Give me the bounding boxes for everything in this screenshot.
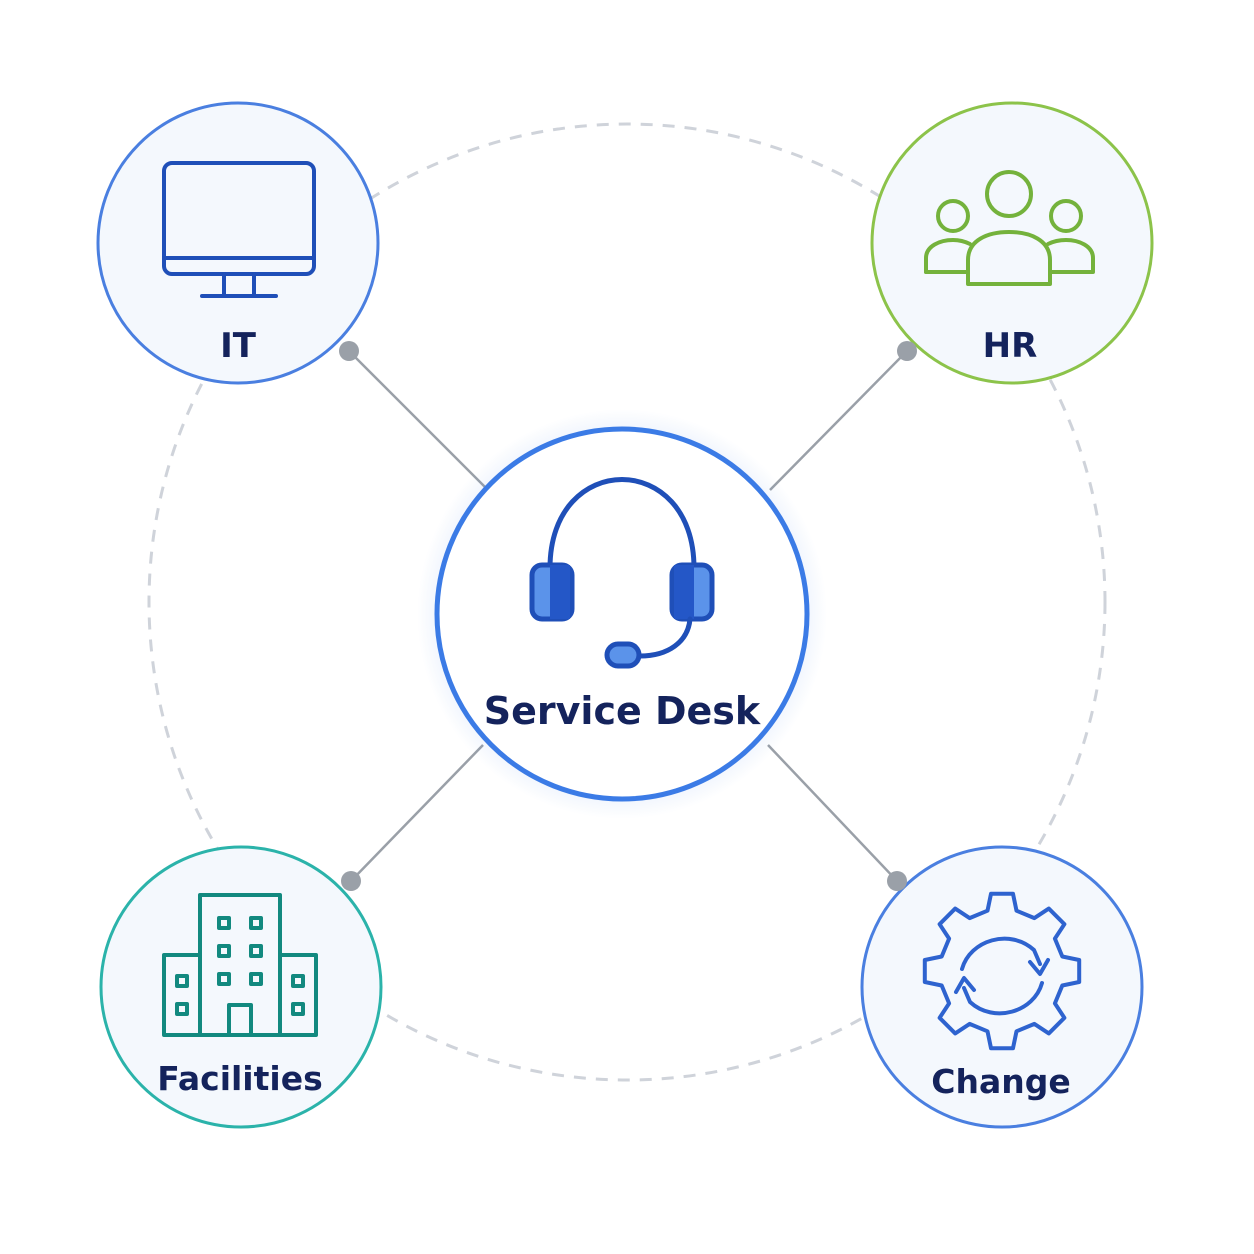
connectors bbox=[348, 350, 908, 882]
dot-it bbox=[339, 341, 359, 361]
dot-hr bbox=[897, 341, 917, 361]
gear-sync-icon bbox=[922, 891, 1082, 1051]
node-facilities-circle bbox=[99, 845, 383, 1129]
monitor-icon bbox=[162, 161, 316, 298]
gear-icon bbox=[922, 891, 1082, 1051]
node-facilities[interactable]: Facilities bbox=[99, 845, 383, 1129]
node-it[interactable]: IT bbox=[96, 101, 380, 385]
dot-facilities bbox=[341, 871, 361, 891]
people-icon bbox=[924, 170, 1095, 286]
node-facilities-label: Facilities bbox=[157, 1059, 322, 1098]
center-label: Service Desk bbox=[484, 689, 761, 733]
sync-arrow-bottom-head bbox=[954, 976, 976, 994]
headset-icon bbox=[529, 477, 715, 669]
connector-change bbox=[767, 744, 898, 882]
connector-dots bbox=[339, 341, 917, 891]
node-it-circle bbox=[96, 101, 380, 385]
sync-arrow-bottom bbox=[962, 981, 1044, 1016]
center-node[interactable]: Service Desk bbox=[417, 409, 827, 819]
node-change-circle bbox=[860, 845, 1144, 1129]
node-change[interactable]: Change bbox=[860, 845, 1144, 1129]
center-circle bbox=[434, 426, 810, 802]
orbit-ring bbox=[147, 122, 1107, 1082]
connector-facilities bbox=[350, 744, 484, 882]
dot-change bbox=[887, 871, 907, 891]
sync-arrow-top bbox=[960, 936, 1042, 971]
connector-hr bbox=[769, 350, 908, 491]
node-change-label: Change bbox=[931, 1062, 1070, 1101]
sync-arrow-top-head bbox=[1028, 958, 1050, 976]
node-hr-circle bbox=[870, 101, 1154, 385]
node-hr-label: HR bbox=[983, 326, 1038, 366]
node-hr[interactable]: HR bbox=[870, 101, 1154, 385]
connector-it bbox=[348, 350, 486, 488]
node-it-label: IT bbox=[220, 326, 257, 366]
building-icon bbox=[162, 893, 318, 1037]
